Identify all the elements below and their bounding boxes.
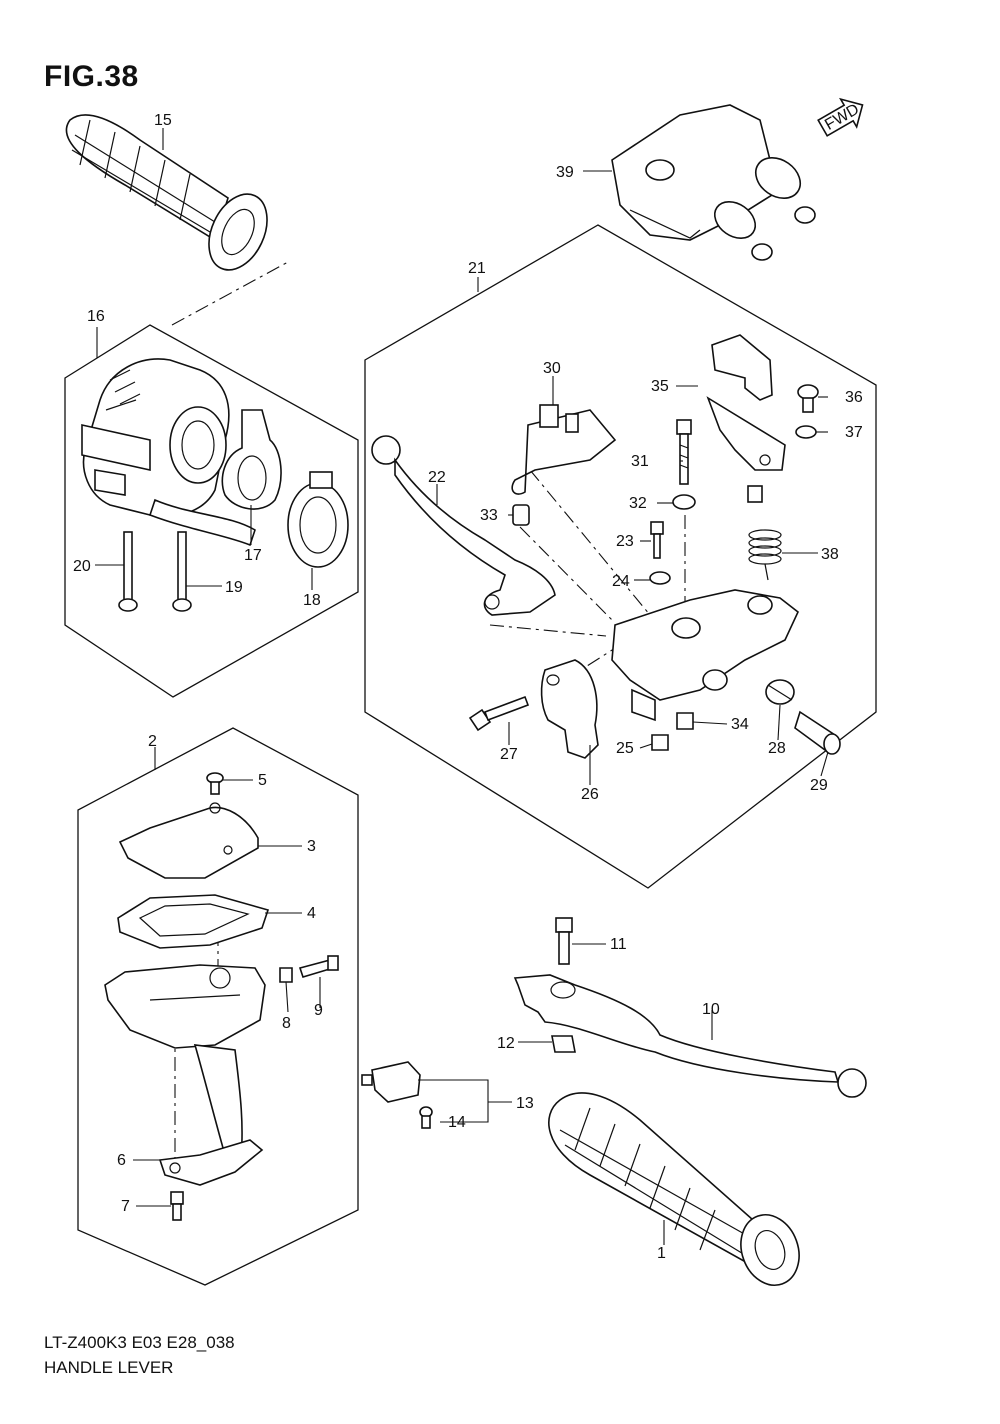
callout-28: 28 bbox=[768, 740, 786, 757]
parking-switch bbox=[511, 404, 617, 495]
cover-gasket bbox=[117, 894, 270, 949]
callout-9: 9 bbox=[314, 1002, 323, 1019]
callout-33: 33 bbox=[480, 507, 498, 524]
frame-switch-assembly bbox=[64, 324, 359, 698]
callout-6: 6 bbox=[117, 1152, 126, 1169]
nut-12 bbox=[551, 1035, 576, 1053]
callout-30: 30 bbox=[543, 360, 561, 377]
model-code: LT-Z400K3 E03 E28_038 bbox=[44, 1333, 235, 1352]
screw-20 bbox=[118, 531, 138, 612]
screw-5 bbox=[206, 772, 224, 795]
callout-21: 21 bbox=[468, 260, 486, 277]
figure-title: FIG.38 bbox=[44, 60, 139, 93]
callout-31: 31 bbox=[631, 453, 649, 470]
callout-18: 18 bbox=[303, 592, 321, 609]
frame-throttle-assembly bbox=[77, 727, 359, 1286]
throttle-case bbox=[104, 964, 266, 1167]
callout-36: 36 bbox=[845, 389, 863, 406]
callout-17: 17 bbox=[244, 547, 262, 564]
callout-12: 12 bbox=[497, 1035, 515, 1052]
callout-5: 5 bbox=[258, 772, 267, 789]
callout-27: 27 bbox=[500, 746, 518, 763]
callout-22: 22 bbox=[428, 469, 446, 486]
callout-34: 34 bbox=[731, 716, 749, 733]
bolt-7 bbox=[170, 1191, 184, 1221]
screw-14 bbox=[419, 1106, 433, 1129]
case-bracket-6 bbox=[158, 1139, 264, 1186]
lever-cover bbox=[611, 104, 816, 261]
brake-lever bbox=[513, 974, 867, 1098]
washer-24 bbox=[649, 571, 671, 585]
brake-switch bbox=[361, 1061, 421, 1103]
alignment-line bbox=[489, 624, 607, 637]
pivot-bolt-11 bbox=[555, 917, 573, 965]
alignment-line bbox=[529, 469, 651, 616]
handlebar-switch bbox=[81, 358, 256, 547]
callout-4: 4 bbox=[307, 905, 316, 922]
callout-35: 35 bbox=[651, 378, 669, 395]
frame-lever-assembly bbox=[364, 224, 877, 889]
right-grip bbox=[548, 1092, 800, 1286]
bolt-31 bbox=[676, 419, 692, 485]
lever-holder bbox=[611, 589, 799, 722]
callout-32: 32 bbox=[629, 495, 647, 512]
callout-10: 10 bbox=[702, 1001, 720, 1018]
callout-29: 29 bbox=[810, 777, 828, 794]
callout-25: 25 bbox=[616, 740, 634, 757]
callout-16: 16 bbox=[87, 308, 105, 325]
clutch-lever bbox=[371, 435, 556, 616]
callout-38: 38 bbox=[821, 546, 839, 563]
callout-39: 39 bbox=[556, 164, 574, 181]
collar-ring bbox=[287, 471, 349, 568]
callout-20: 20 bbox=[73, 558, 91, 575]
callout-19: 19 bbox=[225, 579, 243, 596]
callout-37: 37 bbox=[845, 424, 863, 441]
callout-8: 8 bbox=[282, 1015, 291, 1032]
screw-19 bbox=[172, 531, 192, 612]
washer-37 bbox=[795, 425, 817, 439]
nut-34 bbox=[676, 712, 694, 730]
fwd-arrow-icon: FWD bbox=[817, 97, 864, 137]
callout-26: 26 bbox=[581, 786, 599, 803]
holder-clamp bbox=[540, 659, 599, 759]
callout-11: 11 bbox=[610, 936, 627, 953]
alignment-line bbox=[171, 261, 289, 326]
alignment-line bbox=[519, 526, 616, 624]
collar-33 bbox=[512, 504, 530, 526]
screw-36 bbox=[797, 384, 819, 413]
callout-24: 24 bbox=[612, 573, 630, 590]
callout-15: 15 bbox=[154, 112, 172, 129]
nut-8 bbox=[279, 967, 293, 983]
section-name: HANDLE LEVER bbox=[44, 1358, 174, 1377]
parking-bracket bbox=[706, 334, 786, 503]
adjuster-28 bbox=[765, 679, 795, 705]
callout-14: 14 bbox=[448, 1114, 466, 1131]
callout-7: 7 bbox=[121, 1198, 130, 1215]
screw-9 bbox=[298, 955, 339, 978]
left-grip bbox=[65, 114, 268, 271]
throttle-cover bbox=[118, 802, 259, 879]
callout-1: 1 bbox=[657, 1245, 666, 1262]
washer-32 bbox=[672, 494, 696, 510]
leader-lines bbox=[95, 128, 829, 1245]
callout-13: 13 bbox=[516, 1095, 534, 1112]
bolt-27 bbox=[468, 695, 530, 732]
adjuster-29 bbox=[794, 710, 841, 755]
nut-25 bbox=[651, 734, 669, 751]
callout-numbers: 1 2 3 4 5 6 7 8 9 10 11 12 13 14 15 16 1… bbox=[73, 112, 863, 1262]
spring-38 bbox=[748, 529, 782, 581]
callout-3: 3 bbox=[307, 838, 316, 855]
switch-clamp bbox=[221, 409, 282, 510]
callout-2: 2 bbox=[148, 733, 157, 750]
callout-23: 23 bbox=[616, 533, 634, 550]
pin-23 bbox=[650, 521, 664, 559]
